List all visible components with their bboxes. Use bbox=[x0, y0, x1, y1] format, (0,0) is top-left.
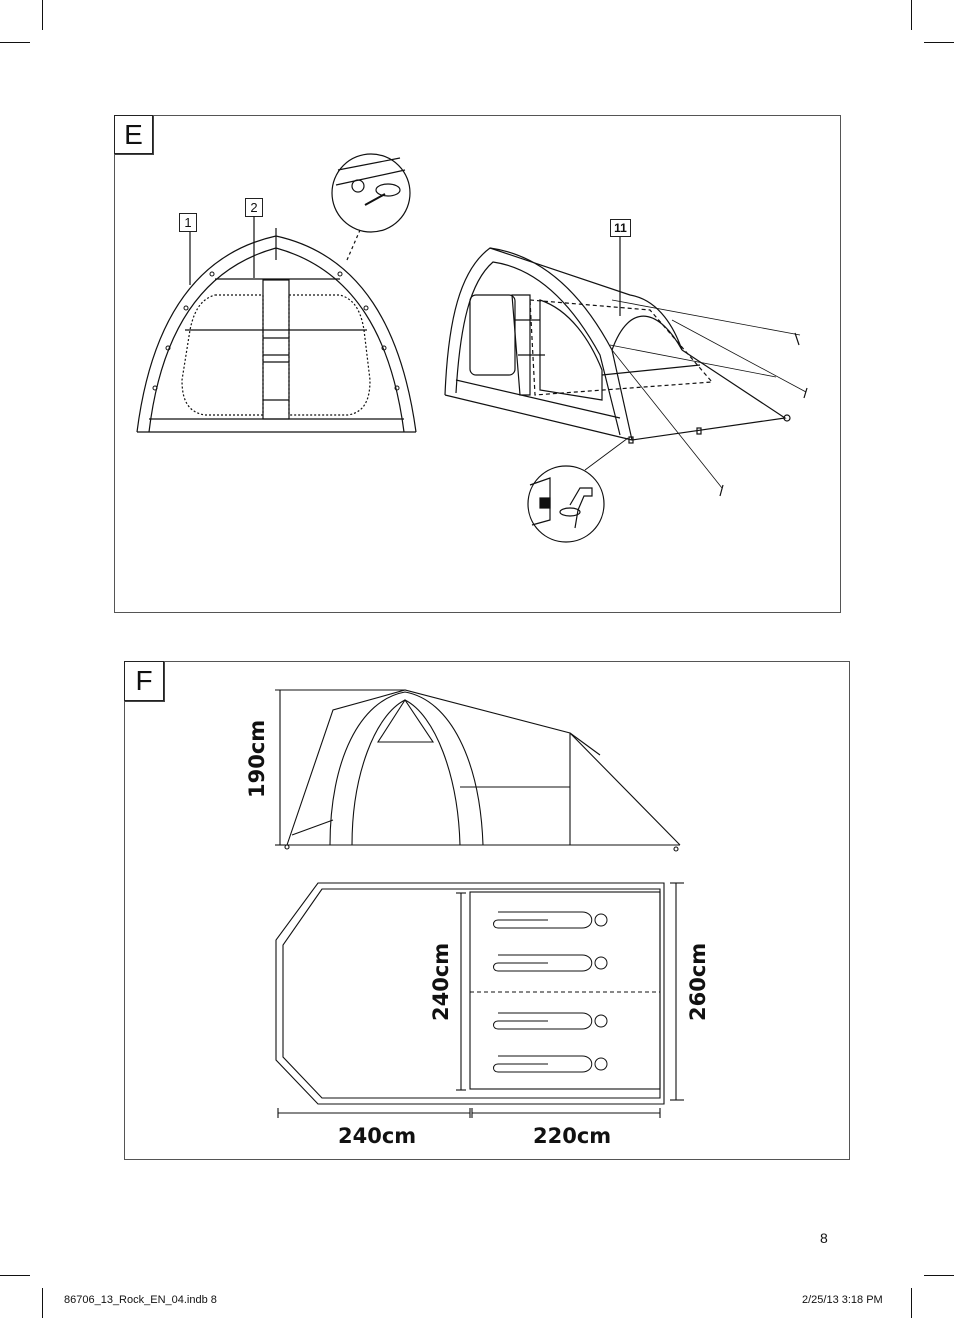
crop-mark bbox=[0, 42, 30, 43]
slug-file: 86706_13_Rock_EN_04.indb 8 bbox=[64, 1294, 217, 1306]
page-number: 8 bbox=[820, 1230, 828, 1246]
crop-mark bbox=[0, 1275, 30, 1276]
panel-e bbox=[114, 115, 841, 613]
crop-mark bbox=[42, 0, 43, 30]
slug-datetime: 2/25/13 3:18 PM bbox=[802, 1294, 883, 1306]
vestibule-length-label: 240cm bbox=[338, 1124, 417, 1148]
crop-mark bbox=[911, 0, 912, 30]
panel-f-letter: F bbox=[124, 661, 164, 701]
crop-mark bbox=[924, 42, 954, 43]
panel-f bbox=[124, 661, 850, 1160]
callout-1: 1 bbox=[179, 213, 197, 232]
crop-mark bbox=[911, 1288, 912, 1318]
tent-front-illustration bbox=[136, 153, 417, 433]
inner-width-dimension-label: 240cm bbox=[429, 942, 453, 1021]
crop-mark bbox=[42, 1288, 43, 1318]
panel-e-letter: E bbox=[114, 115, 153, 154]
outer-width-dimension-label: 260cm bbox=[686, 942, 710, 1021]
callout-11: 11 bbox=[610, 219, 631, 237]
bedroom-length-label: 220cm bbox=[533, 1124, 612, 1148]
height-dimension-label: 190cm bbox=[245, 719, 269, 798]
tent-perspective-illustration bbox=[444, 237, 808, 543]
crop-mark bbox=[924, 1275, 954, 1276]
